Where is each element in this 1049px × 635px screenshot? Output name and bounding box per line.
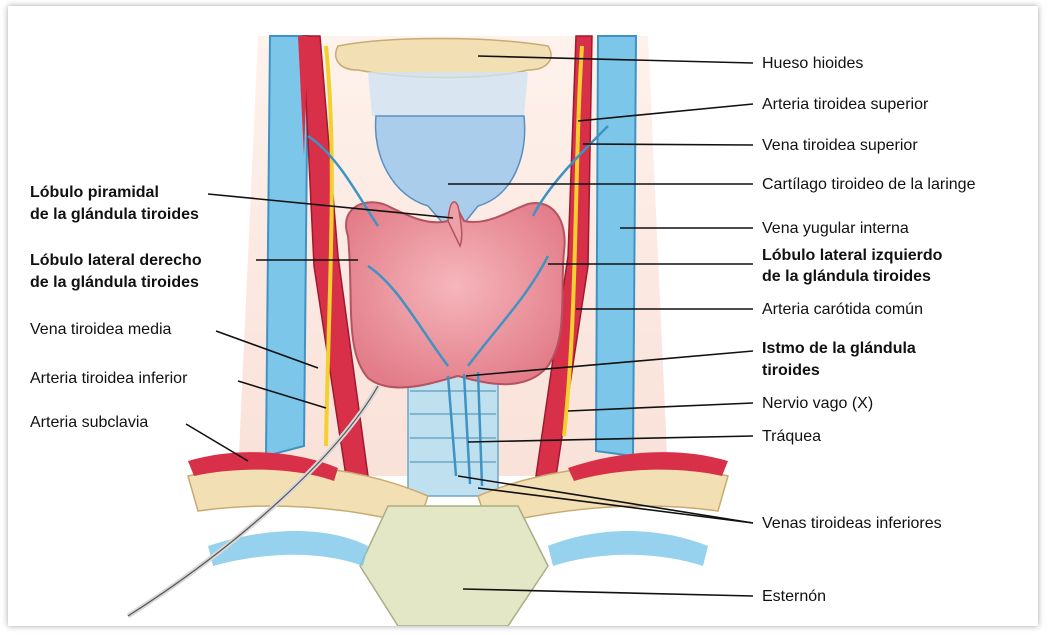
- label-nervio-vago: Nervio vago (X): [762, 393, 873, 414]
- label-venas-tiroideas-inferiores: Venas tiroideas inferiores: [762, 513, 942, 534]
- left-brachiocephalic-vein: [208, 531, 368, 566]
- thyrohyoid-membrane: [368, 72, 528, 116]
- label-arteria-tiroidea-superior: Arteria tiroidea superior: [762, 94, 928, 115]
- label-esternon: Esternón: [762, 586, 826, 607]
- sternum: [360, 506, 548, 626]
- label-lobulo-piramidal-1: Lóbulo piramidal: [30, 182, 159, 203]
- label-vena-yugular-interna: Vena yugular interna: [762, 218, 909, 239]
- label-istmo-2: tiroides: [762, 360, 820, 381]
- leader-vena-tiroidea-superior: [583, 144, 753, 145]
- label-arteria-subclavia: Arteria subclavia: [30, 412, 148, 433]
- label-lobulo-derecho-2: de la glándula tiroides: [30, 272, 199, 293]
- label-hueso-hioides: Hueso hioides: [762, 53, 863, 74]
- label-vena-tiroidea-media: Vena tiroidea media: [30, 319, 171, 340]
- label-arteria-tiroidea-inferior: Arteria tiroidea inferior: [30, 368, 187, 389]
- label-vena-tiroidea-superior: Vena tiroidea superior: [762, 135, 918, 156]
- label-arteria-carotida-comun: Arteria carótida común: [762, 299, 923, 320]
- right-brachiocephalic-vein: [548, 531, 708, 566]
- label-lobulo-izquierdo-1: Lóbulo lateral izquierdo: [762, 245, 942, 266]
- hyoid-bone: [336, 39, 551, 78]
- diagram-frame: Hueso hioides Arteria tiroidea superior …: [8, 6, 1038, 626]
- label-istmo-1: Istmo de la glándula: [762, 338, 916, 359]
- right-jugular-vein: [596, 36, 636, 456]
- label-lobulo-izquierdo-2: de la glándula tiroides: [762, 266, 931, 287]
- label-cartilago-tiroideo: Cartílago tiroideo de la laringe: [762, 174, 975, 195]
- label-lobulo-derecho-1: Lóbulo lateral derecho: [30, 250, 202, 271]
- label-traquea: Tráquea: [762, 426, 821, 447]
- label-lobulo-piramidal-2: de la glándula tiroides: [30, 204, 199, 225]
